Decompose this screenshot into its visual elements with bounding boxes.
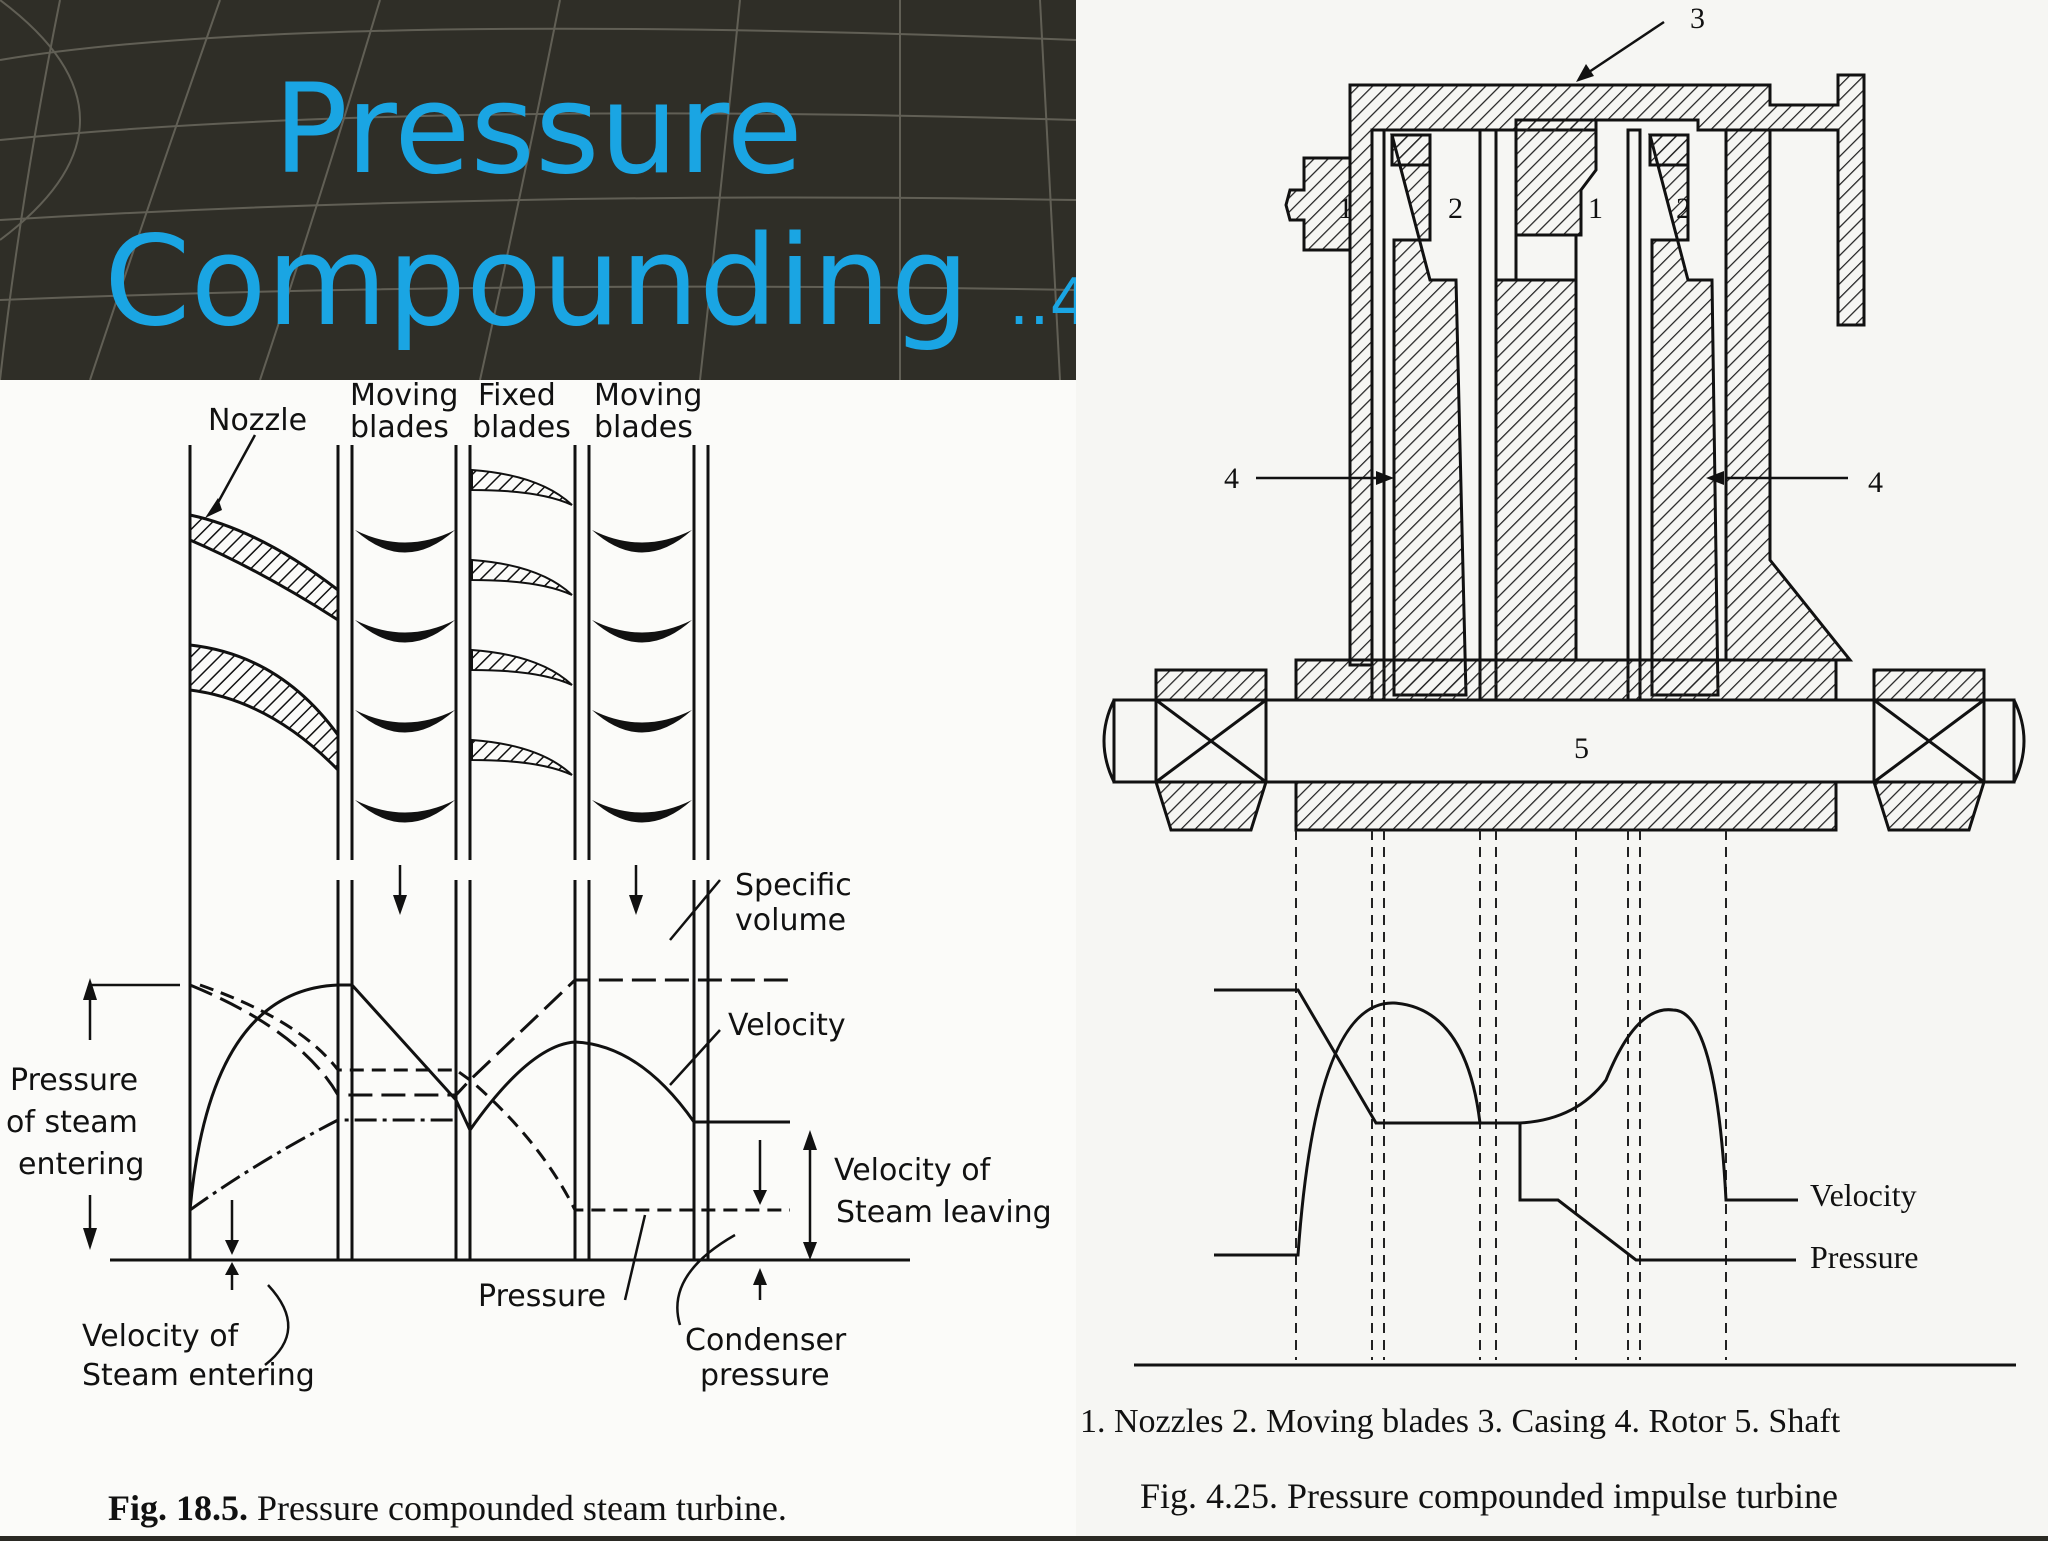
caption-fig-18-5-text: Pressure compounded steam turbine. <box>248 1488 787 1528</box>
label-velocity-entering-a: Velocity of <box>82 1319 240 1354</box>
callout-nozzle-2: 1 <box>1588 192 1603 225</box>
label-moving-blades-1a: Moving <box>350 378 458 413</box>
caption-fig-18-5-number: Fig. 18.5. <box>108 1488 248 1528</box>
slide-title-line2: Compounding ..4 <box>104 220 1180 344</box>
figure-4-25-diagram: 3 4 4 1 2 1 2 5 Velocity Pressure 1. Noz… <box>1080 2 2026 1516</box>
specific-volume-curve <box>189 978 790 1097</box>
moving-blades-row-1 <box>355 530 455 823</box>
label-condenser-b: pressure <box>700 1358 830 1393</box>
nozzle-shapes <box>188 513 340 774</box>
projection-lines <box>1295 830 1727 1360</box>
label-condenser-a: Condenser <box>685 1323 847 1358</box>
state-curves <box>188 978 790 1212</box>
leader-lines <box>88 434 812 1366</box>
graph-label-pressure: Pressure <box>1810 1239 1918 1275</box>
graph-leaders <box>1636 1199 1796 1261</box>
figure-4-25: 3 4 4 1 2 1 2 5 Velocity Pressure 1. Noz… <box>1076 0 2048 1536</box>
turbine-casing <box>1284 73 1866 667</box>
callout-rotor-right: 4 <box>1868 466 1883 499</box>
stage-walls <box>110 445 910 1262</box>
label-pressure: Pressure <box>478 1279 606 1314</box>
graph-curves <box>1134 988 2016 1367</box>
callout-blade-1: 2 <box>1448 192 1463 225</box>
figure-18-5: Nozzle Moving blades Fixed blades Moving… <box>0 378 1076 1536</box>
title-panel: Pressure Compounding ..4 <box>0 0 1090 381</box>
figure-18-5-diagram: Nozzle Moving blades Fixed blades Moving… <box>6 378 1052 1528</box>
slide-title-main: Compounding <box>104 210 970 354</box>
arrow-heads <box>83 498 817 1285</box>
callout-rotor-left: 4 <box>1224 462 1239 495</box>
label-moving-blades-2a: Moving <box>594 378 702 413</box>
label-specific-volume-b: volume <box>735 903 846 938</box>
moving-blades-row-2 <box>592 530 692 823</box>
label-pressure-entering-c: entering <box>18 1147 144 1182</box>
callout-arrowheads <box>1376 64 1724 485</box>
label-fixed-blades-a: Fixed <box>478 378 556 413</box>
callout-shaft: 5 <box>1574 732 1589 765</box>
caption-fig-4-25: Fig. 4.25. Pressure compounded impulse t… <box>1140 1476 1838 1516</box>
graph-label-velocity: Velocity <box>1810 1177 1917 1213</box>
main-shaft <box>1102 658 2026 832</box>
pressure-curve <box>199 983 790 1212</box>
callout-nozzle-1: 1 <box>1338 192 1353 225</box>
fixed-blades-row <box>471 468 573 776</box>
velocity-profile <box>1214 1001 1796 1257</box>
legend-text: 1. Nozzles 2. Moving blades 3. Casing 4.… <box>1080 1403 1841 1440</box>
title-background-curves <box>0 0 1077 381</box>
label-velocity: Velocity <box>728 1008 846 1043</box>
label-fixed-blades-b: blades <box>472 410 571 445</box>
rotor-shafts <box>1370 128 1642 712</box>
label-nozzle: Nozzle <box>208 403 307 438</box>
callout-leaders <box>1256 20 1848 480</box>
label-pressure-entering-a: Pressure <box>10 1063 138 1098</box>
label-pressure-entering-b: of steam <box>6 1105 138 1140</box>
pressure-curve-dashdot <box>189 1118 456 1212</box>
label-velocity-entering-b: Steam entering <box>82 1358 315 1393</box>
caption-fig-18-5: Fig. 18.5. Pressure compounded steam tur… <box>108 1488 787 1528</box>
callout-blade-2: 2 <box>1676 192 1691 225</box>
slide-title-line1: Pressure <box>273 58 803 202</box>
velocity-curve <box>188 983 790 1211</box>
label-moving-blades-2b: blades <box>594 410 693 445</box>
label-specific-volume-a: Specific <box>735 868 852 903</box>
label-moving-blades-1b: blades <box>350 410 449 445</box>
pressure-profile <box>1214 988 1796 1262</box>
label-velocity-leaving-b: Steam leaving <box>836 1195 1052 1230</box>
callout-casing: 3 <box>1690 2 1705 35</box>
label-velocity-leaving-a: Velocity of <box>834 1153 992 1188</box>
